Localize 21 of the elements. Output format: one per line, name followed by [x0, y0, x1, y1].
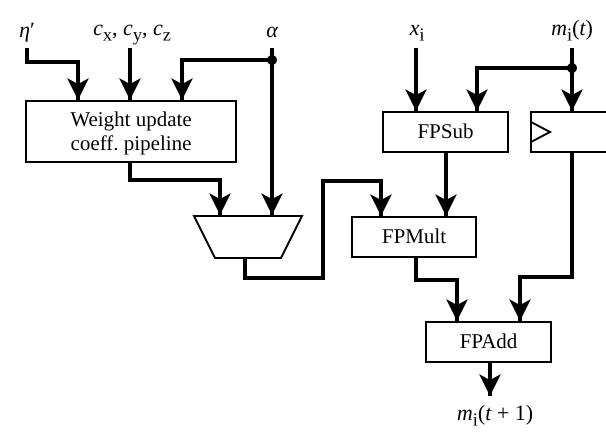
- multiplexer-symbol: [193, 215, 303, 259]
- signal-label: α: [266, 18, 278, 42]
- arrow: [25, 48, 89, 100]
- register-symbol: [530, 111, 606, 153]
- multiplier-block: FPMult: [351, 216, 477, 258]
- adder-block: FPAdd: [425, 321, 552, 363]
- signal-label: x$_{i}$: [410, 16, 424, 44]
- signal-label: c$_{x}$, c$_{y}$, c$_{z}$: [93, 16, 171, 44]
- arrow: [414, 258, 468, 321]
- subtractor-block: FPSub: [382, 111, 509, 153]
- arrow: [509, 153, 574, 321]
- arrow: [479, 363, 501, 396]
- arrow: [435, 153, 457, 216]
- signal-label: m$_{i}$(t + 1): [456, 400, 534, 430]
- signal-label: m$_{i}$(t): [551, 16, 593, 44]
- arrow: [243, 179, 392, 280]
- pipeline-block: Weight update coeff. pipeline: [25, 100, 237, 163]
- arrow: [119, 48, 141, 100]
- signal-label: η′: [19, 18, 35, 42]
- arrow: [128, 163, 231, 215]
- arrow: [405, 48, 427, 111]
